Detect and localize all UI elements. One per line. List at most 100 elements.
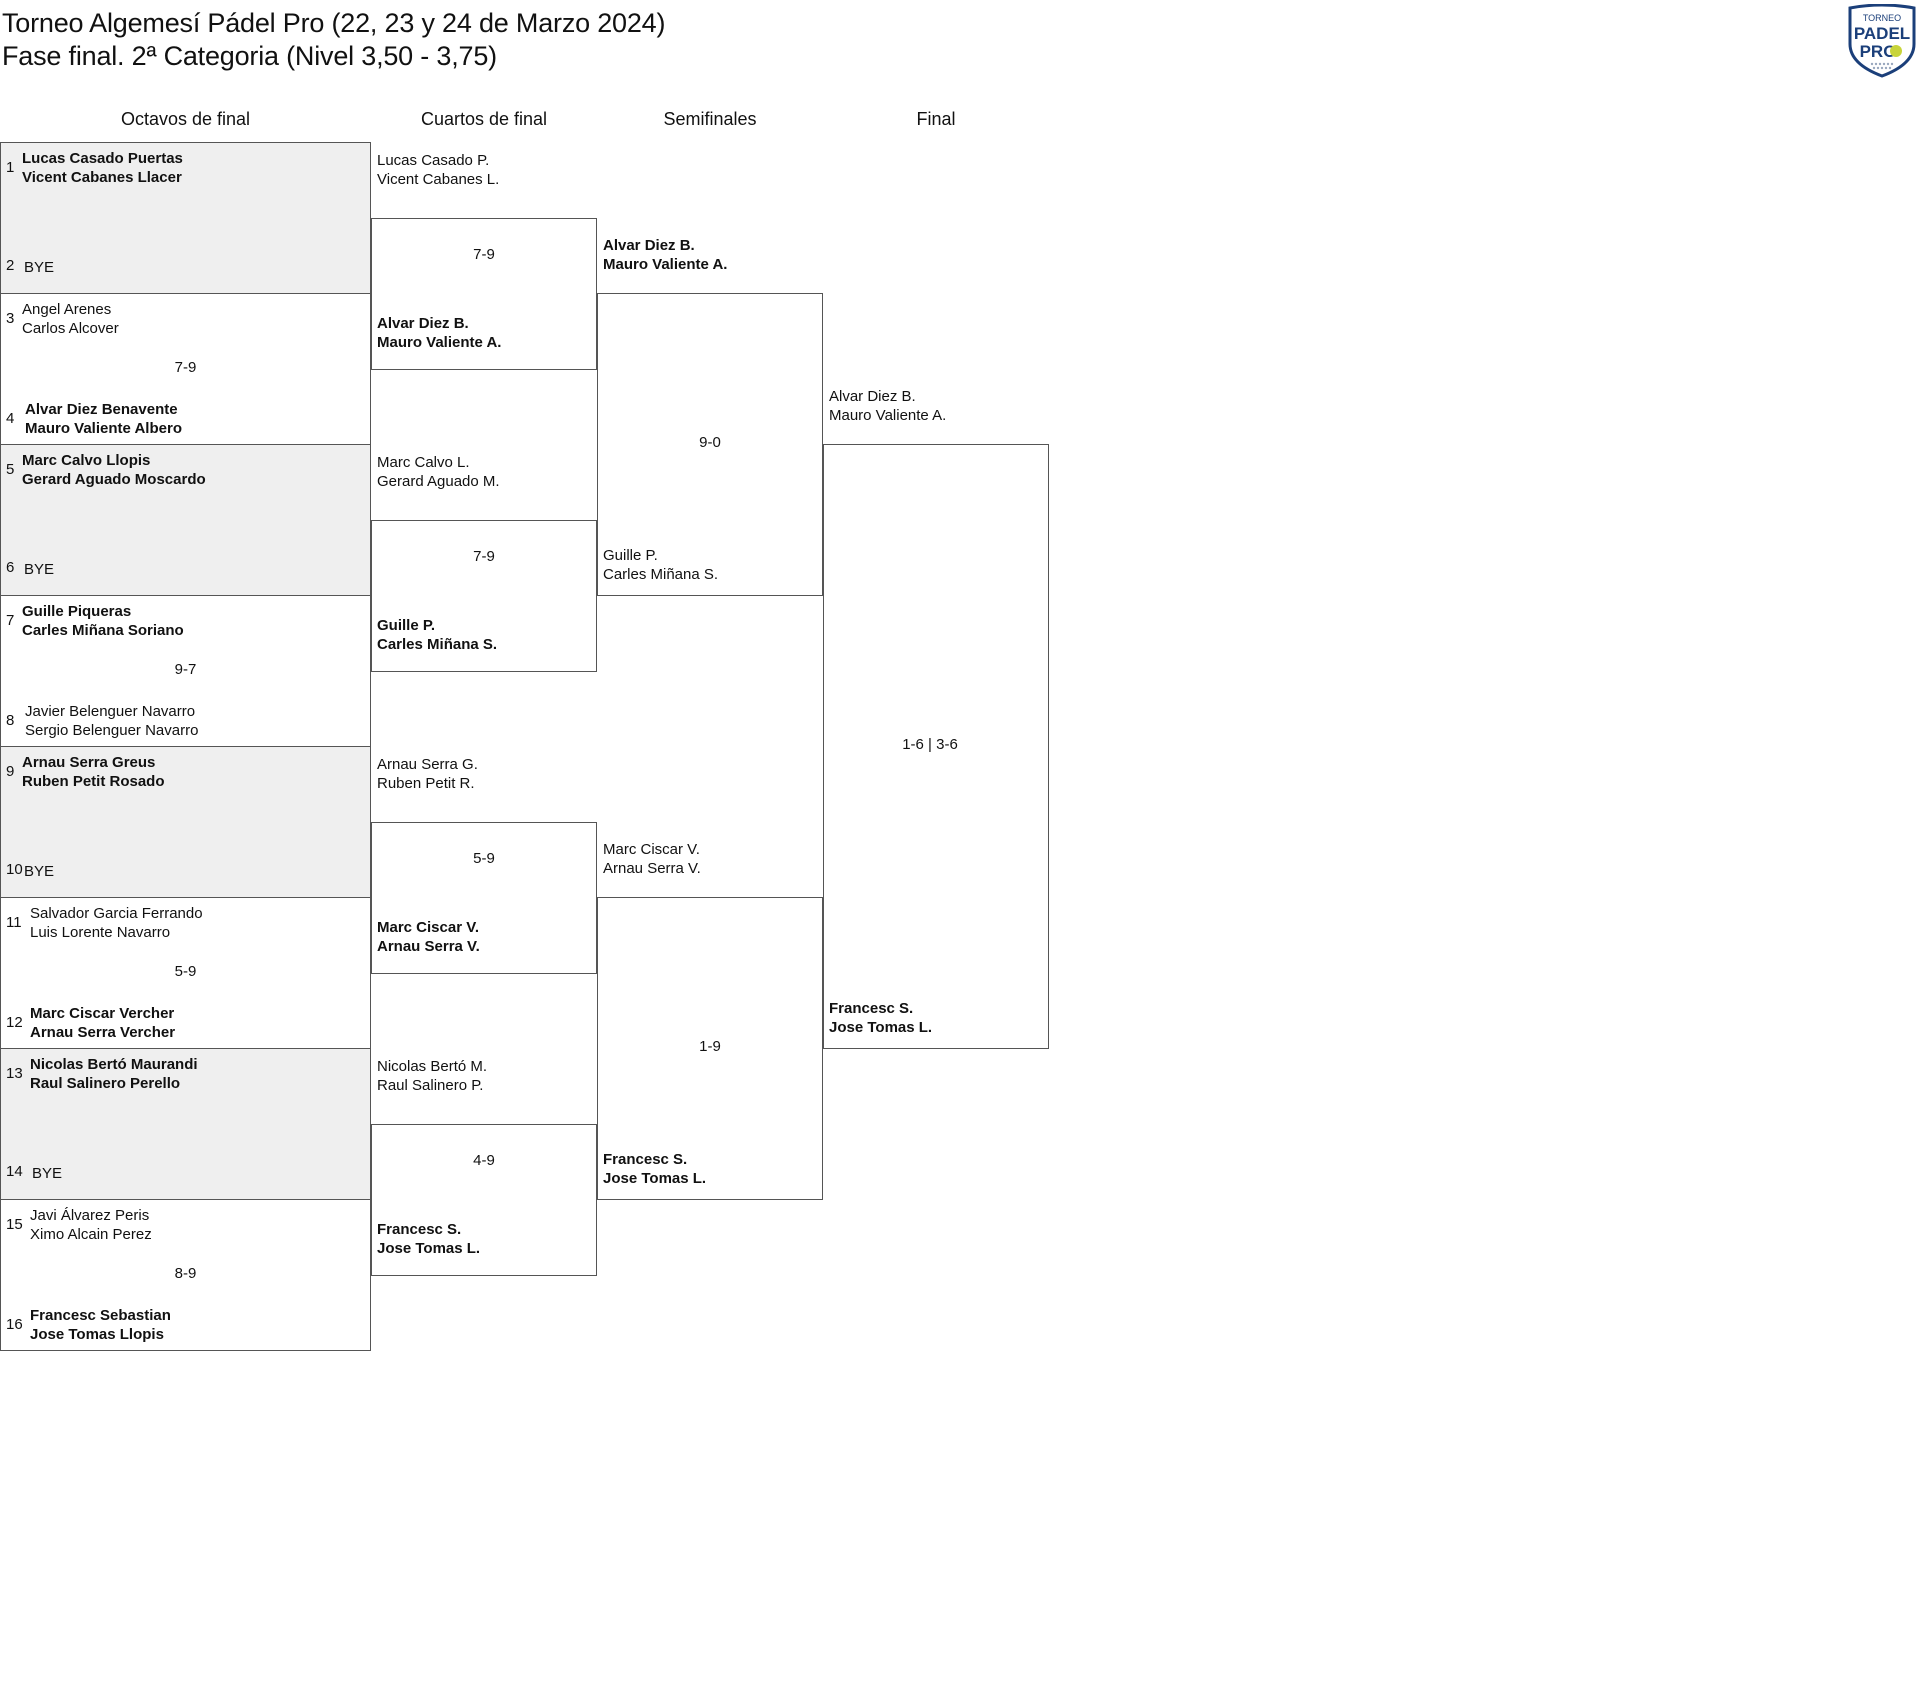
team-b-player-2: Sergio Belenguer Navarro	[25, 722, 199, 739]
team-a-player-2: Mauro Valiente A.	[829, 407, 947, 424]
seed-number: 8	[6, 712, 15, 729]
match-score: 5-9	[174, 963, 197, 980]
seed-number: 5	[6, 461, 15, 478]
match-score: 1-6 | 3-6	[902, 736, 958, 753]
r16-match-box	[0, 746, 371, 898]
team-a-player-1: Lucas Casado P.	[377, 151, 490, 169]
qf-match-box	[371, 217, 597, 370]
match-score: 9-7	[174, 661, 197, 678]
team-a-player-1: Alvar Diez B.	[829, 388, 916, 405]
team-b-player-2: Jose Tomas Llopis	[30, 1326, 164, 1343]
team-b-player-2: Arnau Serra Vercher	[30, 1024, 176, 1041]
match-score: 9-0	[699, 434, 721, 451]
seed-number: 16	[6, 1316, 23, 1333]
team-a-player-1: Nicolas Bertó M.	[377, 1057, 488, 1075]
team-a-player-1: Marc Calvo L.	[377, 453, 470, 471]
team-b-player-2: Jose Tomas L.	[829, 1019, 933, 1036]
match-score: 4-9	[473, 1151, 495, 1169]
team-a-player-2: Carlos Alcover	[22, 320, 119, 337]
seed-number: 1	[6, 159, 15, 176]
svg-text:TORNEO: TORNEO	[1863, 13, 1901, 23]
team-b-player-1: Francesc S.	[377, 1220, 462, 1238]
svg-text:PADEL: PADEL	[1854, 24, 1910, 43]
r16-match-box	[0, 444, 371, 596]
column-header-octavos: Octavos de final	[120, 109, 251, 129]
team-b-player-2: Jose Tomas L.	[377, 1239, 481, 1257]
team-a-player-1: Javi Álvarez Peris	[30, 1207, 150, 1224]
bye-label: BYE	[24, 259, 55, 276]
team-a-player-2: Ruben Petit R.	[377, 774, 475, 792]
team-b-player-1: Guille P.	[603, 547, 658, 564]
team-b-player-1: Javier Belenguer Navarro	[25, 703, 196, 720]
team-a-player-2: Gerard Aguado M.	[377, 472, 500, 490]
team-b-player-2: Mauro Valiente Albero	[25, 420, 182, 437]
team-a-player-1: Alvar Diez B.	[603, 237, 695, 254]
page-title: Torneo Algemesí Pádel Pro (22, 23 y 24 d…	[2, 8, 666, 38]
team-a-player-2: Raul Salinero P.	[377, 1076, 484, 1094]
seed-number: 12	[6, 1014, 23, 1031]
qf-match-box	[371, 1123, 597, 1276]
final-match-box	[823, 444, 1049, 1049]
team-b-player-2: Jose Tomas L.	[603, 1170, 707, 1187]
team-b-player-2: Carles Miñana S.	[377, 635, 498, 653]
team-a-player-1: Nicolas Bertó Maurandi	[30, 1056, 198, 1073]
match-score: 7-9	[473, 547, 495, 565]
column-header-cuartos: Cuartos de final	[420, 109, 548, 129]
seed-number: 15	[6, 1216, 23, 1233]
team-b-player-1: Francesc S.	[603, 1151, 688, 1168]
team-b-player-2: Mauro Valiente A.	[377, 333, 502, 351]
padel-pro-logo: TORNEO PADEL PRO	[1844, 3, 1920, 78]
bye-label: BYE	[24, 561, 55, 578]
match-score: 7-9	[174, 359, 197, 376]
team-b-player-1: Guille P.	[377, 616, 436, 634]
team-b-player-1: Francesc Sebastian	[30, 1307, 171, 1324]
team-a-player-1: Marc Calvo Llopis	[22, 452, 151, 469]
team-b-player-1: Alvar Diez Benavente	[25, 401, 178, 418]
sf-match-box	[597, 897, 823, 1200]
r16-match-box	[0, 142, 371, 294]
seed-number: 7	[6, 612, 15, 629]
team-a-player-2: Arnau Serra V.	[603, 860, 701, 877]
team-a-player-2: Ximo Alcain Perez	[30, 1226, 152, 1243]
team-a-player-2: Ruben Petit Rosado	[22, 773, 165, 790]
team-a-player-1: Angel Arenes	[22, 301, 112, 318]
team-a-player-2: Carles Miñana Soriano	[22, 622, 184, 639]
team-b-player-1: Alvar Diez B.	[377, 314, 469, 332]
team-b-player-2: Arnau Serra V.	[377, 937, 480, 955]
team-a-player-1: Guille Piqueras	[22, 603, 132, 620]
qf-match-box	[371, 821, 597, 974]
seed-number: 10	[6, 861, 23, 878]
team-b-player-1: Marc Ciscar V.	[377, 918, 480, 936]
seed-number: 6	[6, 559, 15, 576]
team-a-player-2: Luis Lorente Navarro	[30, 924, 171, 941]
match-score: 1-9	[699, 1038, 721, 1055]
team-a-player-2: Mauro Valiente A.	[603, 256, 728, 273]
team-a-player-1: Salvador Garcia Ferrando	[30, 905, 203, 922]
column-header-semifinales: Semifinales	[663, 109, 757, 129]
sf-match-box	[597, 293, 823, 596]
seed-number: 4	[6, 410, 15, 427]
seed-number: 2	[6, 257, 15, 274]
r16-match-box	[0, 1199, 371, 1351]
bye-label: BYE	[24, 863, 55, 880]
seed-number: 14	[6, 1163, 23, 1180]
seed-number: 9	[6, 763, 15, 780]
seed-number: 3	[6, 310, 15, 327]
team-b-player-1: Marc Ciscar Vercher	[30, 1005, 175, 1022]
team-a-player-1: Arnau Serra Greus	[22, 754, 156, 771]
team-a-player-2: Raul Salinero Perello	[30, 1075, 181, 1092]
team-b-player-1: Francesc S.	[829, 1000, 914, 1017]
svg-text:PRO: PRO	[1860, 42, 1897, 61]
team-a-player-1: Arnau Serra G.	[377, 755, 478, 773]
team-a-player-1: Marc Ciscar V.	[603, 841, 700, 858]
team-a-player-1: Lucas Casado Puertas	[22, 150, 183, 167]
r16-match-box	[0, 1048, 371, 1200]
match-score: 7-9	[473, 245, 495, 263]
team-a-player-2: Vicent Cabanes Llacer	[22, 169, 182, 186]
team-b-player-2: Carles Miñana S.	[603, 566, 719, 583]
page-subtitle: Fase final. 2ª Categoria (Nivel 3,50 - 3…	[2, 41, 497, 71]
seed-number: 13	[6, 1065, 23, 1082]
column-header-final: Final	[916, 109, 956, 129]
team-a-player-2: Vicent Cabanes L.	[377, 170, 500, 188]
qf-match-box	[371, 519, 597, 672]
